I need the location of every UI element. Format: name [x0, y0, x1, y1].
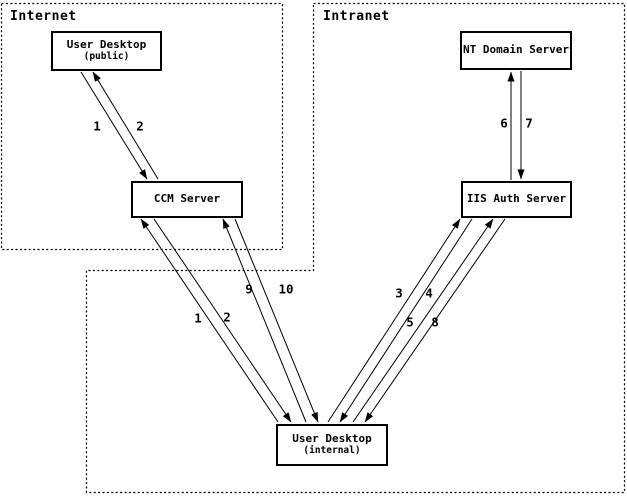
arrow-number-9: 9 [245, 282, 253, 297]
node-label-user-desktop-public: User Desktop [66, 38, 147, 52]
arrow-10-ccm-server-to-user-desktop-internal [234, 218, 319, 423]
arrow-number-1: 1 [93, 119, 101, 134]
arrow-number-1: 1 [194, 311, 202, 326]
arrow-5-user-desktop-internal-to-iis-auth-server [352, 218, 494, 423]
arrow-1-user-desktop-internal-to-ccm-server [140, 218, 279, 423]
node-label-ccm-server: CCM Server [153, 192, 221, 206]
arrow-4-iis-auth-server-to-user-desktop-internal [339, 218, 473, 423]
arrow-2-ccm-server-to-user-desktop-public [92, 71, 159, 180]
arrow-8-iis-auth-server-to-user-desktop-internal [364, 218, 506, 423]
arrow-9-user-desktop-internal-to-ccm-server [222, 218, 307, 423]
node-label-iis-auth-server: IIS Auth Server [466, 192, 567, 206]
node-ccm-server: CCM Server [131, 181, 243, 218]
arrow-number-10: 10 [278, 282, 293, 297]
arrow-number-2: 2 [223, 310, 231, 325]
arrow-number-4: 4 [425, 286, 433, 301]
zone-intranet-outline [85, 2, 626, 494]
zone-label-internet: Internet [10, 9, 77, 24]
node-label-user-desktop-internal: User Desktop [292, 432, 372, 446]
node-sublabel-user-desktop-public: (public) [83, 51, 130, 63]
arrow-3-user-desktop-internal-to-iis-auth-server [327, 218, 461, 423]
node-sublabel-user-desktop-internal: (internal) [303, 445, 361, 457]
node-user-desktop-public: User Desktop(public) [51, 31, 162, 71]
arrow-number-2: 2 [136, 119, 144, 134]
arrow-number-7: 7 [525, 116, 533, 131]
node-iis-auth-server: IIS Auth Server [461, 181, 572, 218]
zone-label-intranet: Intranet [323, 9, 390, 24]
node-user-desktop-internal: User Desktop(internal) [276, 424, 388, 466]
arrow-number-3: 3 [395, 286, 403, 301]
arrow-number-6: 6 [500, 116, 508, 131]
arrow-number-8: 8 [431, 315, 439, 330]
node-nt-domain-server: NT Domain Server [460, 31, 572, 70]
flow-arrows [80, 71, 525, 423]
arrow-number-5: 5 [406, 315, 414, 330]
arrow-2-ccm-server-to-user-desktop-internal [153, 218, 292, 423]
node-label-nt-domain-server: NT Domain Server [463, 43, 569, 57]
arrow-1-user-desktop-public-to-ccm-server [80, 71, 148, 180]
